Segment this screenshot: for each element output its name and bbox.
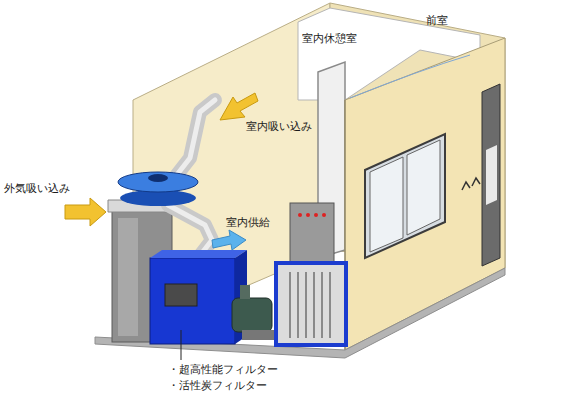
room-part [350, 55, 470, 98]
room-part [345, 38, 505, 350]
window-part [370, 157, 403, 252]
airflow-arrow-part [220, 93, 258, 120]
motor-part [240, 285, 250, 299]
part-label: 室内休憩室 [302, 32, 357, 45]
part-label: 室内吸い込み [246, 120, 312, 133]
control-cabinet-part [298, 213, 302, 217]
control-cabinet-part [306, 213, 310, 217]
blower-fan-part [118, 172, 198, 192]
door-part [486, 145, 497, 205]
door [462, 84, 500, 266]
part-label: 室内供給 [226, 216, 270, 229]
leader-line [181, 330, 182, 360]
window [365, 134, 445, 258]
blower-fan [118, 172, 198, 206]
part-label: ・活性炭フィルター [168, 379, 267, 392]
blower-fan-part [148, 174, 168, 182]
filter-unit-part [150, 258, 235, 344]
door-part [462, 178, 480, 190]
filter-unit-part [165, 284, 197, 306]
control-cabinet-part [314, 213, 318, 217]
filter-unit-part [150, 250, 247, 258]
control-cabinet-part [322, 213, 326, 217]
part-label: 前室 [426, 14, 448, 27]
window-part [365, 134, 445, 258]
filter-unit [150, 250, 247, 344]
leader-line-part [181, 330, 182, 360]
outdoor-intake-unit-part [118, 218, 138, 336]
part-label: ・超高性能フィルター [168, 363, 278, 376]
control-cabinet [276, 203, 346, 345]
motor-part [232, 298, 272, 332]
airflow-arrow-part [212, 230, 246, 250]
control-cabinet-part [290, 203, 334, 263]
part-label: 外気吸い込み [4, 182, 70, 195]
door-part [482, 84, 500, 266]
airflow-arrow-part [65, 198, 106, 226]
window-part [407, 140, 440, 235]
control-cabinet-part [276, 263, 346, 345]
control-cabinet-part [290, 272, 330, 338]
